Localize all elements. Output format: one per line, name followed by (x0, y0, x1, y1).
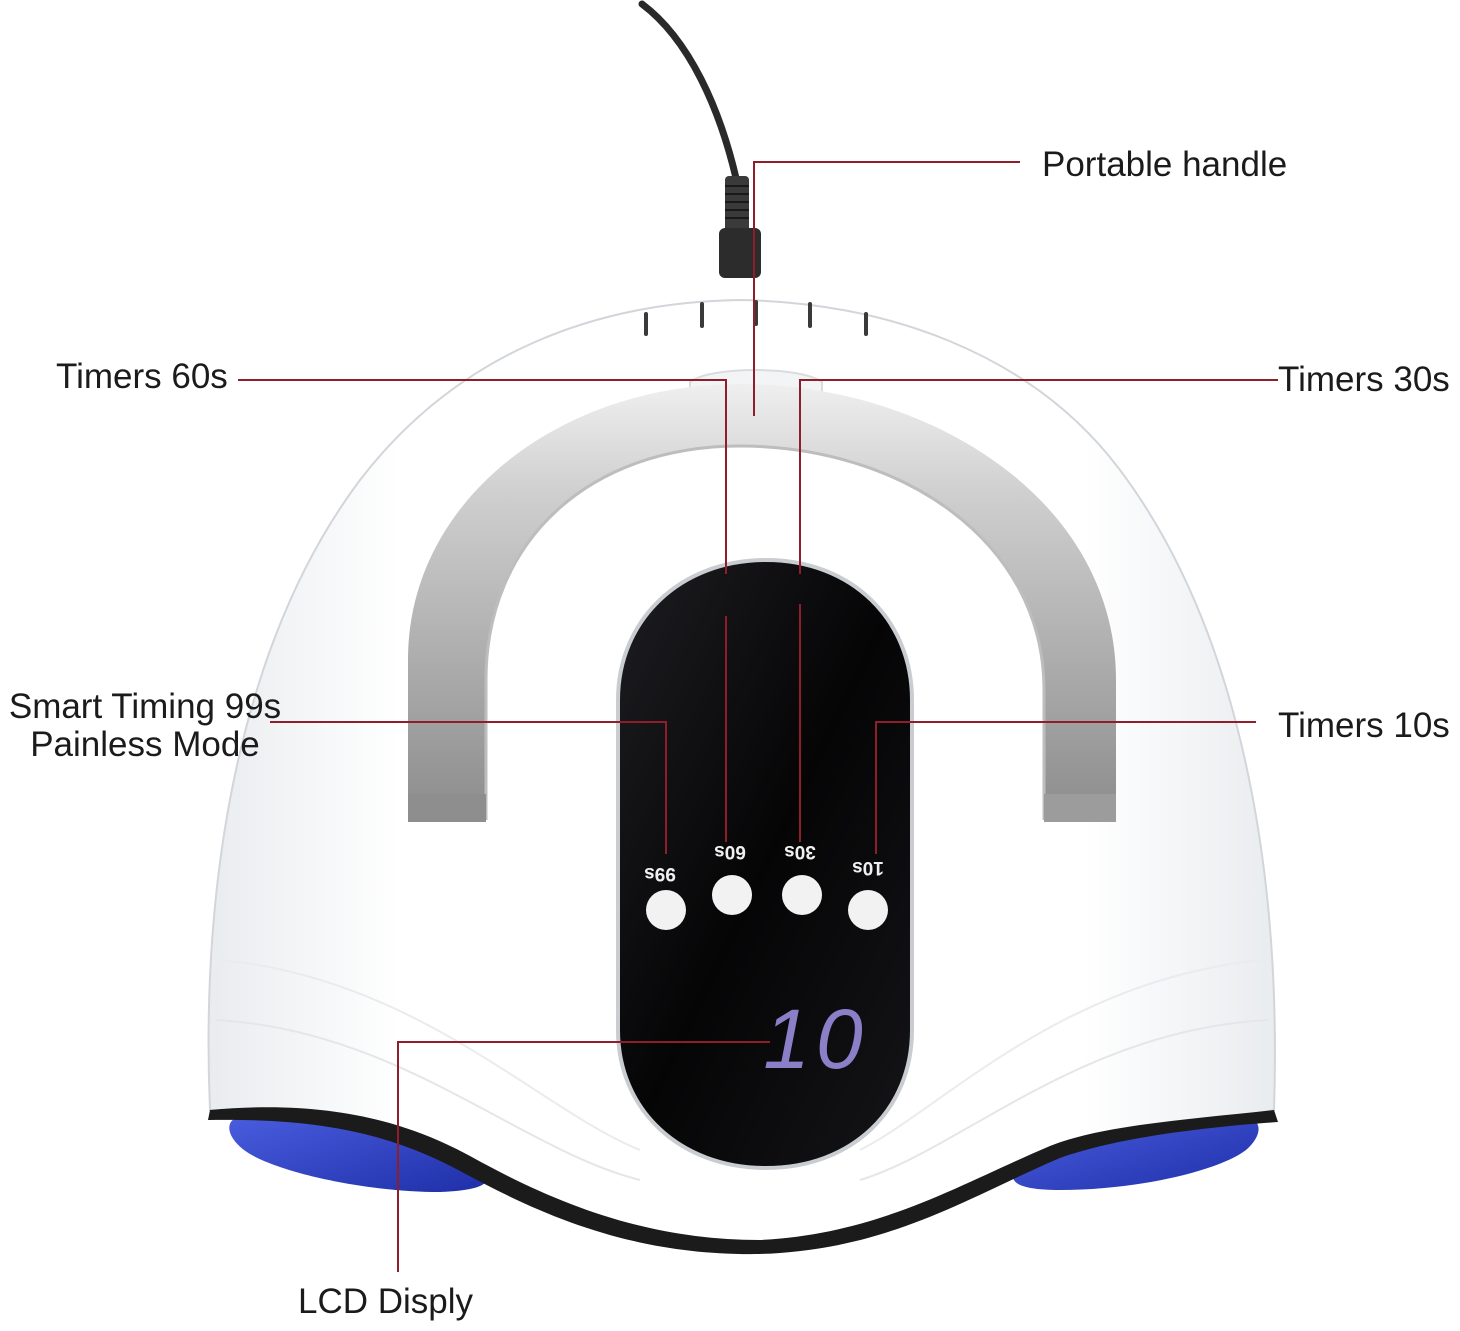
callout-portable-handle: Portable handle (1042, 145, 1288, 184)
lcd-display-value: 10 (763, 992, 868, 1086)
handle-foot-left (408, 794, 486, 822)
callout-timers-10s: Timers 10s (1278, 706, 1450, 745)
timer-button-99s[interactable]: 99s (644, 863, 686, 930)
base-pad-left (229, 1112, 487, 1192)
cord-strain-relief (725, 176, 749, 232)
handle-foot-right (1044, 794, 1116, 822)
leader-portable-handle (753, 161, 1020, 416)
lamp-bottom-rim (208, 1107, 1278, 1255)
leader-timers-30 (799, 379, 1278, 574)
leader-timers-60 (238, 379, 727, 574)
portable-handle (408, 384, 1116, 820)
timer-button-30s[interactable]: 30s (782, 841, 822, 915)
button-label-99s: 99s (644, 863, 676, 884)
vent-slots (644, 300, 868, 336)
callout-smart-timing-line1: Smart Timing 99s (8, 687, 282, 726)
callout-smart-timing-line2: Painless Mode (30, 725, 260, 764)
timer-button-10s[interactable]: 10s (848, 857, 888, 930)
button-label-30s: 30s (784, 841, 816, 862)
power-cord (638, 0, 761, 278)
leader-lcd (397, 1041, 770, 1272)
cord-plug (719, 228, 761, 278)
leader-timers-10 (875, 721, 1256, 854)
timer-button-60s[interactable]: 60s (712, 841, 752, 915)
callout-lcd-display: LCD Disply (298, 1282, 474, 1321)
button-label-10s: 10s (852, 857, 884, 878)
button-label-60s: 60s (714, 841, 746, 862)
leader-smart-timing (270, 721, 667, 854)
leader-lines (238, 161, 1278, 1272)
base-pad-right (1013, 1113, 1259, 1190)
callout-timers-60s: Timers 60s (56, 357, 228, 396)
callout-timers-30s: Timers 30s (1278, 360, 1450, 399)
control-panel: 99s 60s 30s 10s 10 (616, 557, 914, 1171)
callout-smart-timing: Smart Timing 99s Painless Mode (0, 688, 290, 764)
